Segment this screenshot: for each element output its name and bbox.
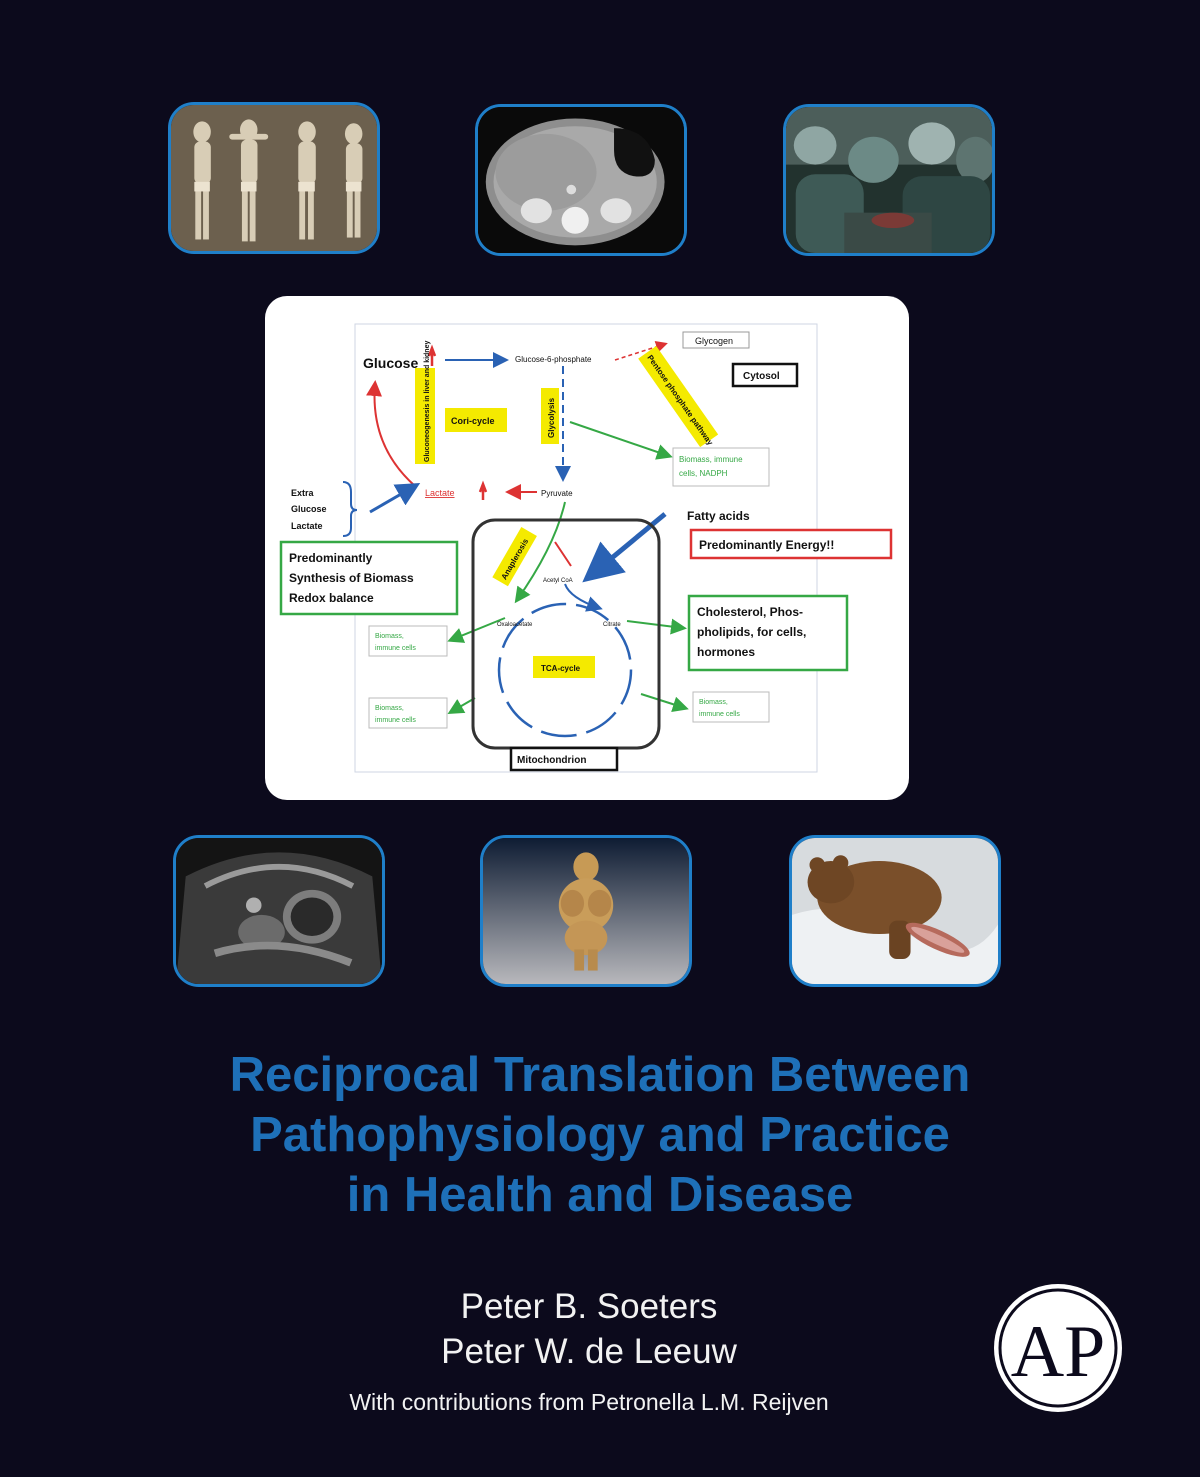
label-citrate: Citrate [603, 622, 621, 628]
label-energy: Predominantly Energy!! [699, 538, 834, 552]
title-line-3: in Health and Disease [346, 1168, 854, 1222]
photo-surgery [783, 104, 995, 256]
title-line-1: Reciprocal Translation Between [229, 1048, 971, 1102]
label-tca-cycle: TCA-cycle [541, 664, 581, 673]
label-cholesterol-1: Cholesterol, Phos- [697, 605, 803, 619]
label-cholesterol-3: hormones [697, 645, 755, 659]
label-gluconeogenesis: Gluconeogenesis in liver and kidney [424, 341, 431, 462]
label-biomass-left1-2: immune cells [375, 645, 416, 652]
label-cytosol: Cytosol [743, 371, 780, 382]
label-glycogen: Glycogen [695, 336, 733, 346]
publisher-logo: AP [990, 1280, 1126, 1416]
contributions-line: With contributions from Petronella L.M. … [349, 1389, 829, 1415]
label-pyruvate: Pyruvate [541, 489, 573, 498]
title-line-2: Pathophysiology and Practice [250, 1108, 950, 1162]
label-biomass-cytosol-2: cells, NADPH [679, 469, 728, 478]
photo-venus-figurine [480, 835, 692, 987]
label-extra-lactate: Lactate [291, 521, 323, 531]
photo-starvation-subjects [168, 102, 380, 254]
label-mitochondrion: Mitochondrion [517, 755, 586, 766]
label-glucose6p: Glucose-6-phosphate [515, 355, 592, 364]
label-extra-glucose: Glucose [291, 504, 327, 514]
label-acetyl-coa: Acetyl CoA [543, 578, 573, 584]
label-glycolysis: Glycolysis [547, 397, 556, 438]
label-lactate: Lactate [425, 488, 455, 498]
label-pentose-phosphate: Pentose phosphate pathway [645, 353, 715, 447]
label-biomass-right-2: immune cells [699, 711, 740, 718]
label-synthesis-1: Predominantly [289, 551, 373, 565]
label-synthesis-2: Synthesis of Biomass [289, 571, 414, 585]
label-biomass-left1-1: Biomass, [375, 633, 404, 640]
label-glucose: Glucose [363, 355, 418, 371]
label-biomass-cytosol-1: Biomass, immune [679, 455, 743, 464]
label-biomass-left2-1: Biomass, [375, 705, 404, 712]
label-biomass-left2-2: immune cells [375, 717, 416, 724]
author-2: Peter W. de Leeuw [441, 1332, 737, 1371]
book-title: Reciprocal Translation Between Pathophys… [0, 1045, 1200, 1225]
label-cholesterol-2: pholipids, for cells, [697, 625, 806, 639]
metabolic-pathway-diagram: Glucose Glucose-6-phosphate Glycogen Cyt… [265, 296, 909, 800]
author-1: Peter B. Soeters [460, 1287, 718, 1326]
label-fatty-acids: Fatty acids [687, 509, 750, 523]
publisher-logo-text: AP [1011, 1311, 1106, 1393]
label-cori-cycle: Cori-cycle [451, 416, 495, 426]
photo-bear-salmon [789, 835, 1001, 987]
photo-ct-scan [475, 104, 687, 256]
label-synthesis-3: Redox balance [289, 591, 374, 605]
label-biomass-right-1: Biomass, [699, 699, 728, 706]
photo-ultrasound [173, 835, 385, 987]
label-oxaloacetate: Oxaloacetate [497, 622, 533, 628]
label-extra: Extra [291, 488, 315, 498]
